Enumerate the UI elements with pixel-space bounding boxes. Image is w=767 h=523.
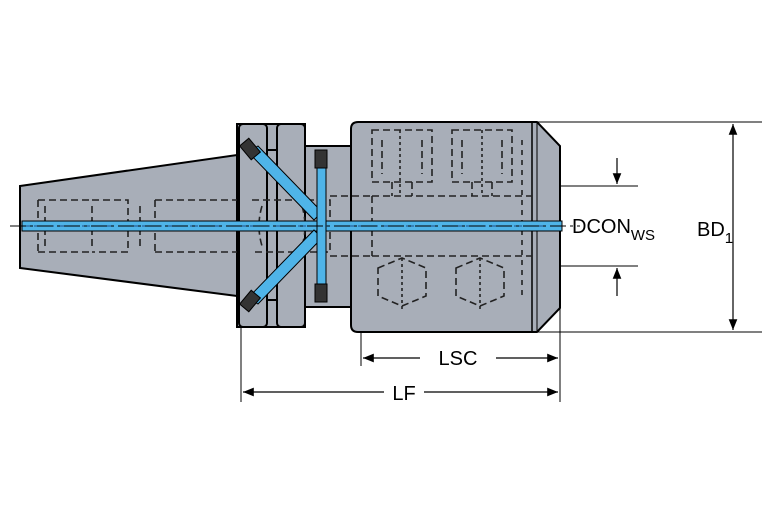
extension-lines	[240, 121, 762, 402]
bd1-label: BD1	[697, 219, 733, 247]
hidden-head-pockets	[371, 129, 532, 310]
dcon-label: DCONWS	[572, 216, 655, 244]
lf-label: LF	[392, 383, 415, 405]
retention-screws	[238, 137, 328, 313]
lsc-label: LSC	[439, 348, 478, 370]
